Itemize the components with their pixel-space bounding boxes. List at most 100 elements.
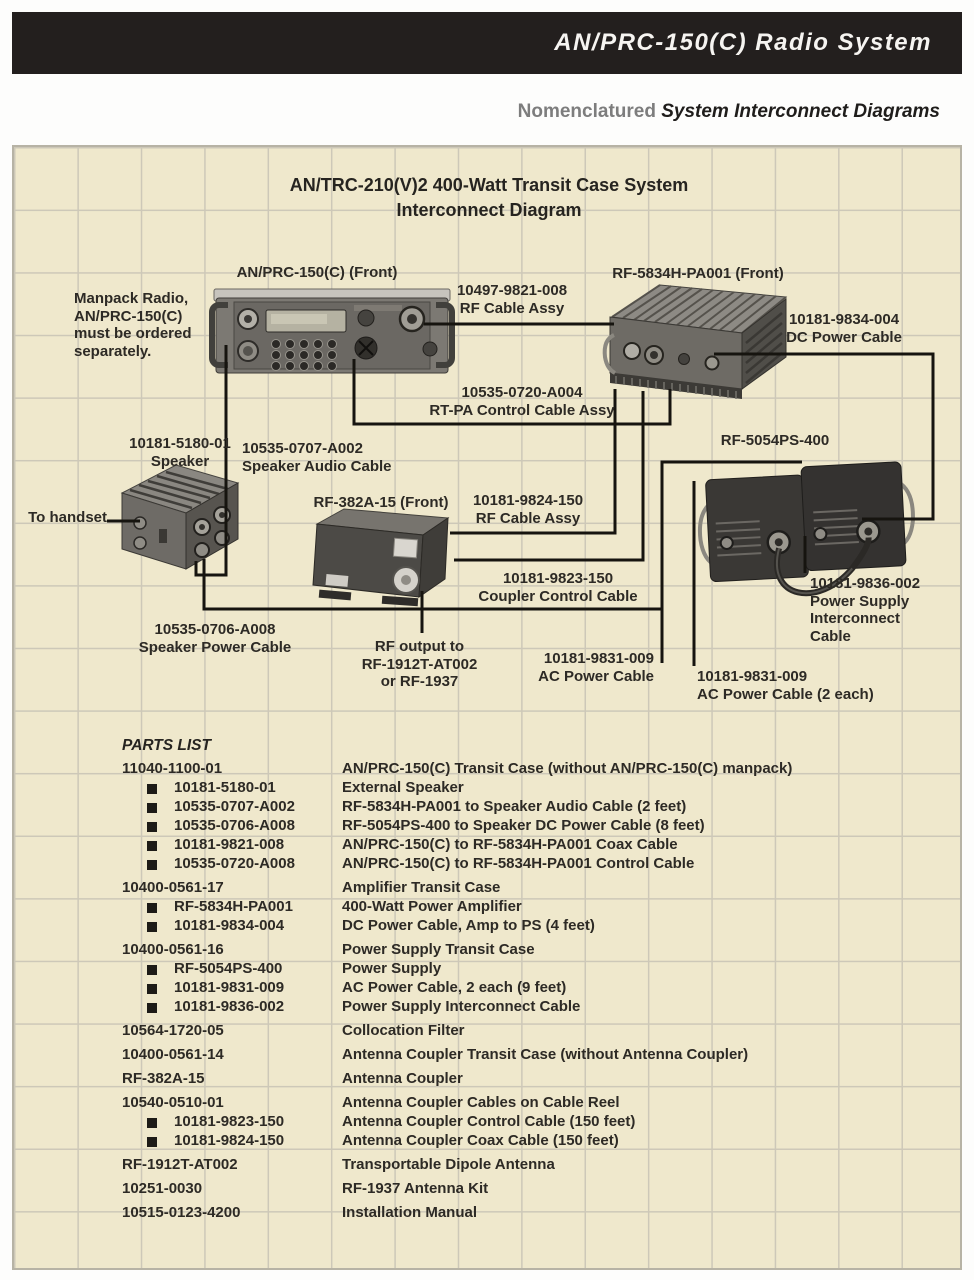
diagram-panel: AN/TRC-210(V)2 400-Watt Transit Case Sys…: [12, 145, 962, 1270]
parts-list-title: PARTS LIST: [122, 737, 211, 754]
power-supply-image: [697, 461, 915, 597]
part-description: Power Supply Transit Case: [342, 941, 535, 958]
section-subtitle: Nomenclatured System Interconnect Diagra…: [12, 101, 962, 123]
coupler-rf-cable-label: 10181-9824-150 RF Cable Assy: [472, 492, 584, 527]
speaker-power-cable-label: 10535-0706-A008 Speaker Power Cable: [138, 621, 292, 656]
part-number: RF-5054PS-400: [174, 960, 283, 977]
cable-line-speaker-audio: [194, 345, 228, 577]
part-number: 11040-1100-01: [122, 760, 223, 777]
part-description: RF-5834H-PA001 to Speaker Audio Cable (2…: [342, 798, 687, 815]
parts-row: 10181-9836-002 Power Supply Interconnect …: [122, 998, 882, 1017]
amplifier-label: RF-5834H-PA001 (Front): [612, 265, 784, 282]
diagram-title-line2: Interconnect Diagram: [396, 200, 582, 220]
radio-label: AN/PRC-150(C) (Front): [236, 264, 398, 281]
cable-line-rtpa-control: [352, 359, 672, 426]
coupler-control-cable-label: 10181-9823-150 Coupler Control Cable: [478, 570, 638, 605]
part-description: AC Power Cable, 2 each (9 feet): [342, 979, 567, 996]
parts-group: 10540-0510-01 Antenna Coupler Cables on C…: [122, 1094, 882, 1151]
part-number: 10400-0561-14: [122, 1046, 224, 1063]
part-number: RF-1912T-AT002: [122, 1156, 238, 1173]
part-description: Antenna Coupler Cables on Cable Reel: [342, 1094, 620, 1111]
part-number: 10400-0561-17: [122, 879, 224, 896]
bullet-square-icon: [147, 802, 157, 813]
parts-group: RF-382A-15 Antenna Coupler: [122, 1070, 882, 1089]
bullet-square-icon: [147, 1002, 157, 1013]
part-number: 10535-0707-A002: [174, 798, 295, 815]
part-number: 10540-0510-01: [122, 1094, 224, 1111]
cable-lines: [107, 322, 935, 666]
bullet-square-icon: [147, 902, 157, 913]
parts-row: 10181-9821-008 AN/PRC-150(C) to RF-5834H-…: [122, 836, 882, 855]
to-handset-label: To handset: [28, 509, 107, 526]
speaker-label: 10181-5180-01 Speaker: [90, 435, 270, 470]
parts-row: 11040-1100-01 AN/PRC-150(C) Transit Case …: [122, 760, 882, 779]
parts-group: 11040-1100-01 AN/PRC-150(C) Transit Case …: [122, 760, 882, 874]
part-description: Transportable Dipole Antenna: [342, 1156, 555, 1173]
ac-power-cable-label: 10181-9831-009 AC Power Cable: [538, 650, 654, 685]
part-description: Power Supply: [342, 960, 442, 977]
diagram-title: AN/TRC-210(V)2 400-Watt Transit Case Sys…: [14, 173, 964, 223]
part-description: Antenna Coupler Control Cable (150 feet): [342, 1113, 636, 1130]
power-supply-label: RF-5054PS-400: [720, 432, 830, 449]
part-description: 400-Watt Power Amplifier: [342, 898, 522, 915]
part-number: RF-382A-15: [122, 1070, 205, 1087]
parts-row: RF-382A-15 Antenna Coupler: [122, 1070, 882, 1089]
bullet-square-icon: [147, 859, 157, 870]
parts-row: 10400-0561-16 Power Supply Transit Case: [122, 941, 882, 960]
diagram-title-line1: AN/TRC-210(V)2 400-Watt Transit Case Sys…: [289, 175, 689, 195]
header-bar: AN/PRC-150(C) Radio System: [12, 12, 962, 74]
part-description: Power Supply Interconnect Cable: [342, 998, 581, 1015]
parts-list: PARTS LIST 11040-1100-01 AN/PRC-150(C) Tr…: [122, 737, 882, 1223]
cable-line-coupler-control: [454, 391, 645, 562]
part-description: Collocation Filter: [342, 1022, 465, 1039]
part-description: External Speaker: [342, 779, 464, 796]
bullet-square-icon: [147, 983, 157, 994]
part-number: 10181-9824-150: [174, 1132, 285, 1149]
part-number: 10400-0561-16: [122, 941, 224, 958]
ps-interconnect-cable-label: 10181-9836-002 Power Supply Interconnect…: [810, 575, 921, 645]
rf-coax-cable-label: 10497-9821-008 RF Cable Assy: [456, 282, 568, 317]
cable-line-coupler-rf: [450, 389, 617, 535]
parts-group: RF-1912T-AT002 Transportable Dipole Anten…: [122, 1156, 882, 1175]
coupler-label: RF-382A-15 (Front): [313, 494, 449, 511]
radio-image: [209, 288, 455, 374]
speaker-label-name: Speaker: [150, 452, 210, 470]
part-number: 10181-9836-002: [174, 998, 285, 1015]
part-description: AN/PRC-150(C) to RF-5834H-PA001 Control …: [342, 855, 695, 872]
part-description: Installation Manual: [342, 1204, 478, 1221]
part-description: AN/PRC-150(C) Transit Case (without AN/P…: [342, 760, 793, 777]
parts-row: RF-1912T-AT002 Transportable Dipole Anten…: [122, 1156, 882, 1175]
part-number: 10181-9821-008: [174, 836, 285, 853]
part-number: 10181-9823-150: [174, 1113, 285, 1130]
bullet-square-icon: [147, 964, 157, 975]
parts-row: 10535-0720-A008 AN/PRC-150(C) to RF-5834H…: [122, 855, 882, 874]
part-description: Antenna Coupler: [342, 1070, 463, 1087]
dc-power-cable-label: 10181-9834-004 DC Power Cable: [786, 311, 902, 346]
speaker-audio-cable-label: 10535-0707-A002 Speaker Audio Cable: [242, 440, 392, 475]
part-description: AN/PRC-150(C) to RF-5834H-PA001 Coax Cab…: [342, 836, 678, 853]
part-number: 10564-1720-05: [122, 1022, 224, 1039]
part-number: 10181-9831-009: [174, 979, 285, 996]
subtitle-accent: Nomenclatured: [517, 101, 656, 122]
rf-output-label: RF output to RF-1912T-AT002 or RF-1937: [361, 638, 478, 690]
part-number: 10181-5180-01: [174, 779, 276, 796]
parts-list-rows: 11040-1100-01 AN/PRC-150(C) Transit Case …: [122, 760, 882, 1223]
subtitle-rest: System Interconnect Diagrams: [661, 101, 940, 122]
bullet-square-icon: [147, 840, 157, 851]
part-number: 10535-0720-A008: [174, 855, 295, 872]
speaker-label-num: 10181-5180-01: [129, 435, 231, 452]
parts-row: 10540-0510-01 Antenna Coupler Cables on C…: [122, 1094, 882, 1113]
bullet-square-icon: [147, 921, 157, 932]
